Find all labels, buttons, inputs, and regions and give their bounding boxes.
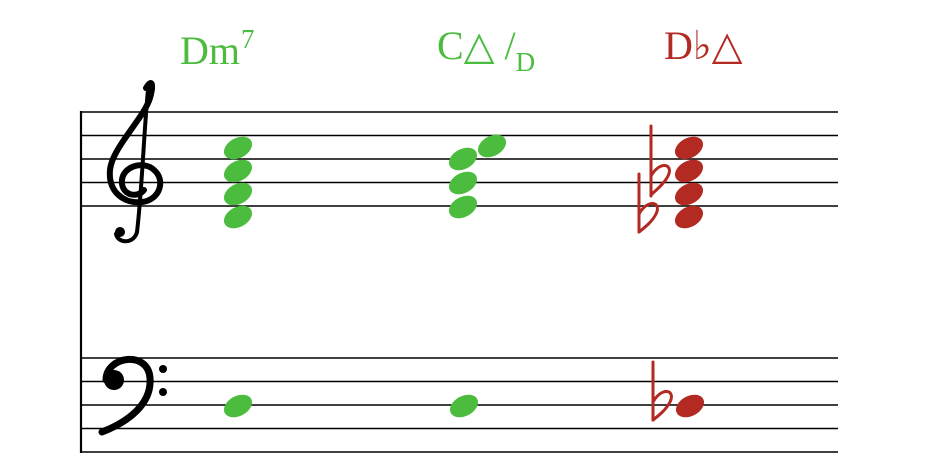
- flat-icon: [651, 360, 673, 422]
- bass-staff: [80, 357, 838, 453]
- chord-c-over-d-treble-notes: [448, 134, 507, 219]
- flat-icon: [637, 172, 659, 234]
- chord-root: Dm: [180, 28, 240, 73]
- chord-bass-note: D: [515, 47, 536, 77]
- chord-label-c-over-d: C△ /D: [437, 26, 535, 76]
- bass-clef-icon: [98, 356, 167, 436]
- chord-root: C: [437, 23, 464, 68]
- chord-dm7-treble-notes: [223, 136, 253, 229]
- chord-label-db-maj: D♭△: [664, 26, 743, 66]
- chord-label-dm7: Dm7: [180, 26, 255, 71]
- chord-quality: △ /: [463, 23, 516, 68]
- chord-extension: 7: [241, 24, 255, 54]
- chord-db-maj-bass-note: [675, 394, 705, 418]
- chord-c-over-d-bass-note: [449, 394, 479, 418]
- chord-dm7-bass-note: [223, 394, 253, 418]
- chord-quality: △: [711, 23, 743, 68]
- treble-clef-icon: [106, 80, 164, 244]
- chord-db-maj-treble-notes: [674, 136, 704, 229]
- flat-icon: [649, 124, 671, 198]
- chord-root: D♭: [664, 23, 712, 68]
